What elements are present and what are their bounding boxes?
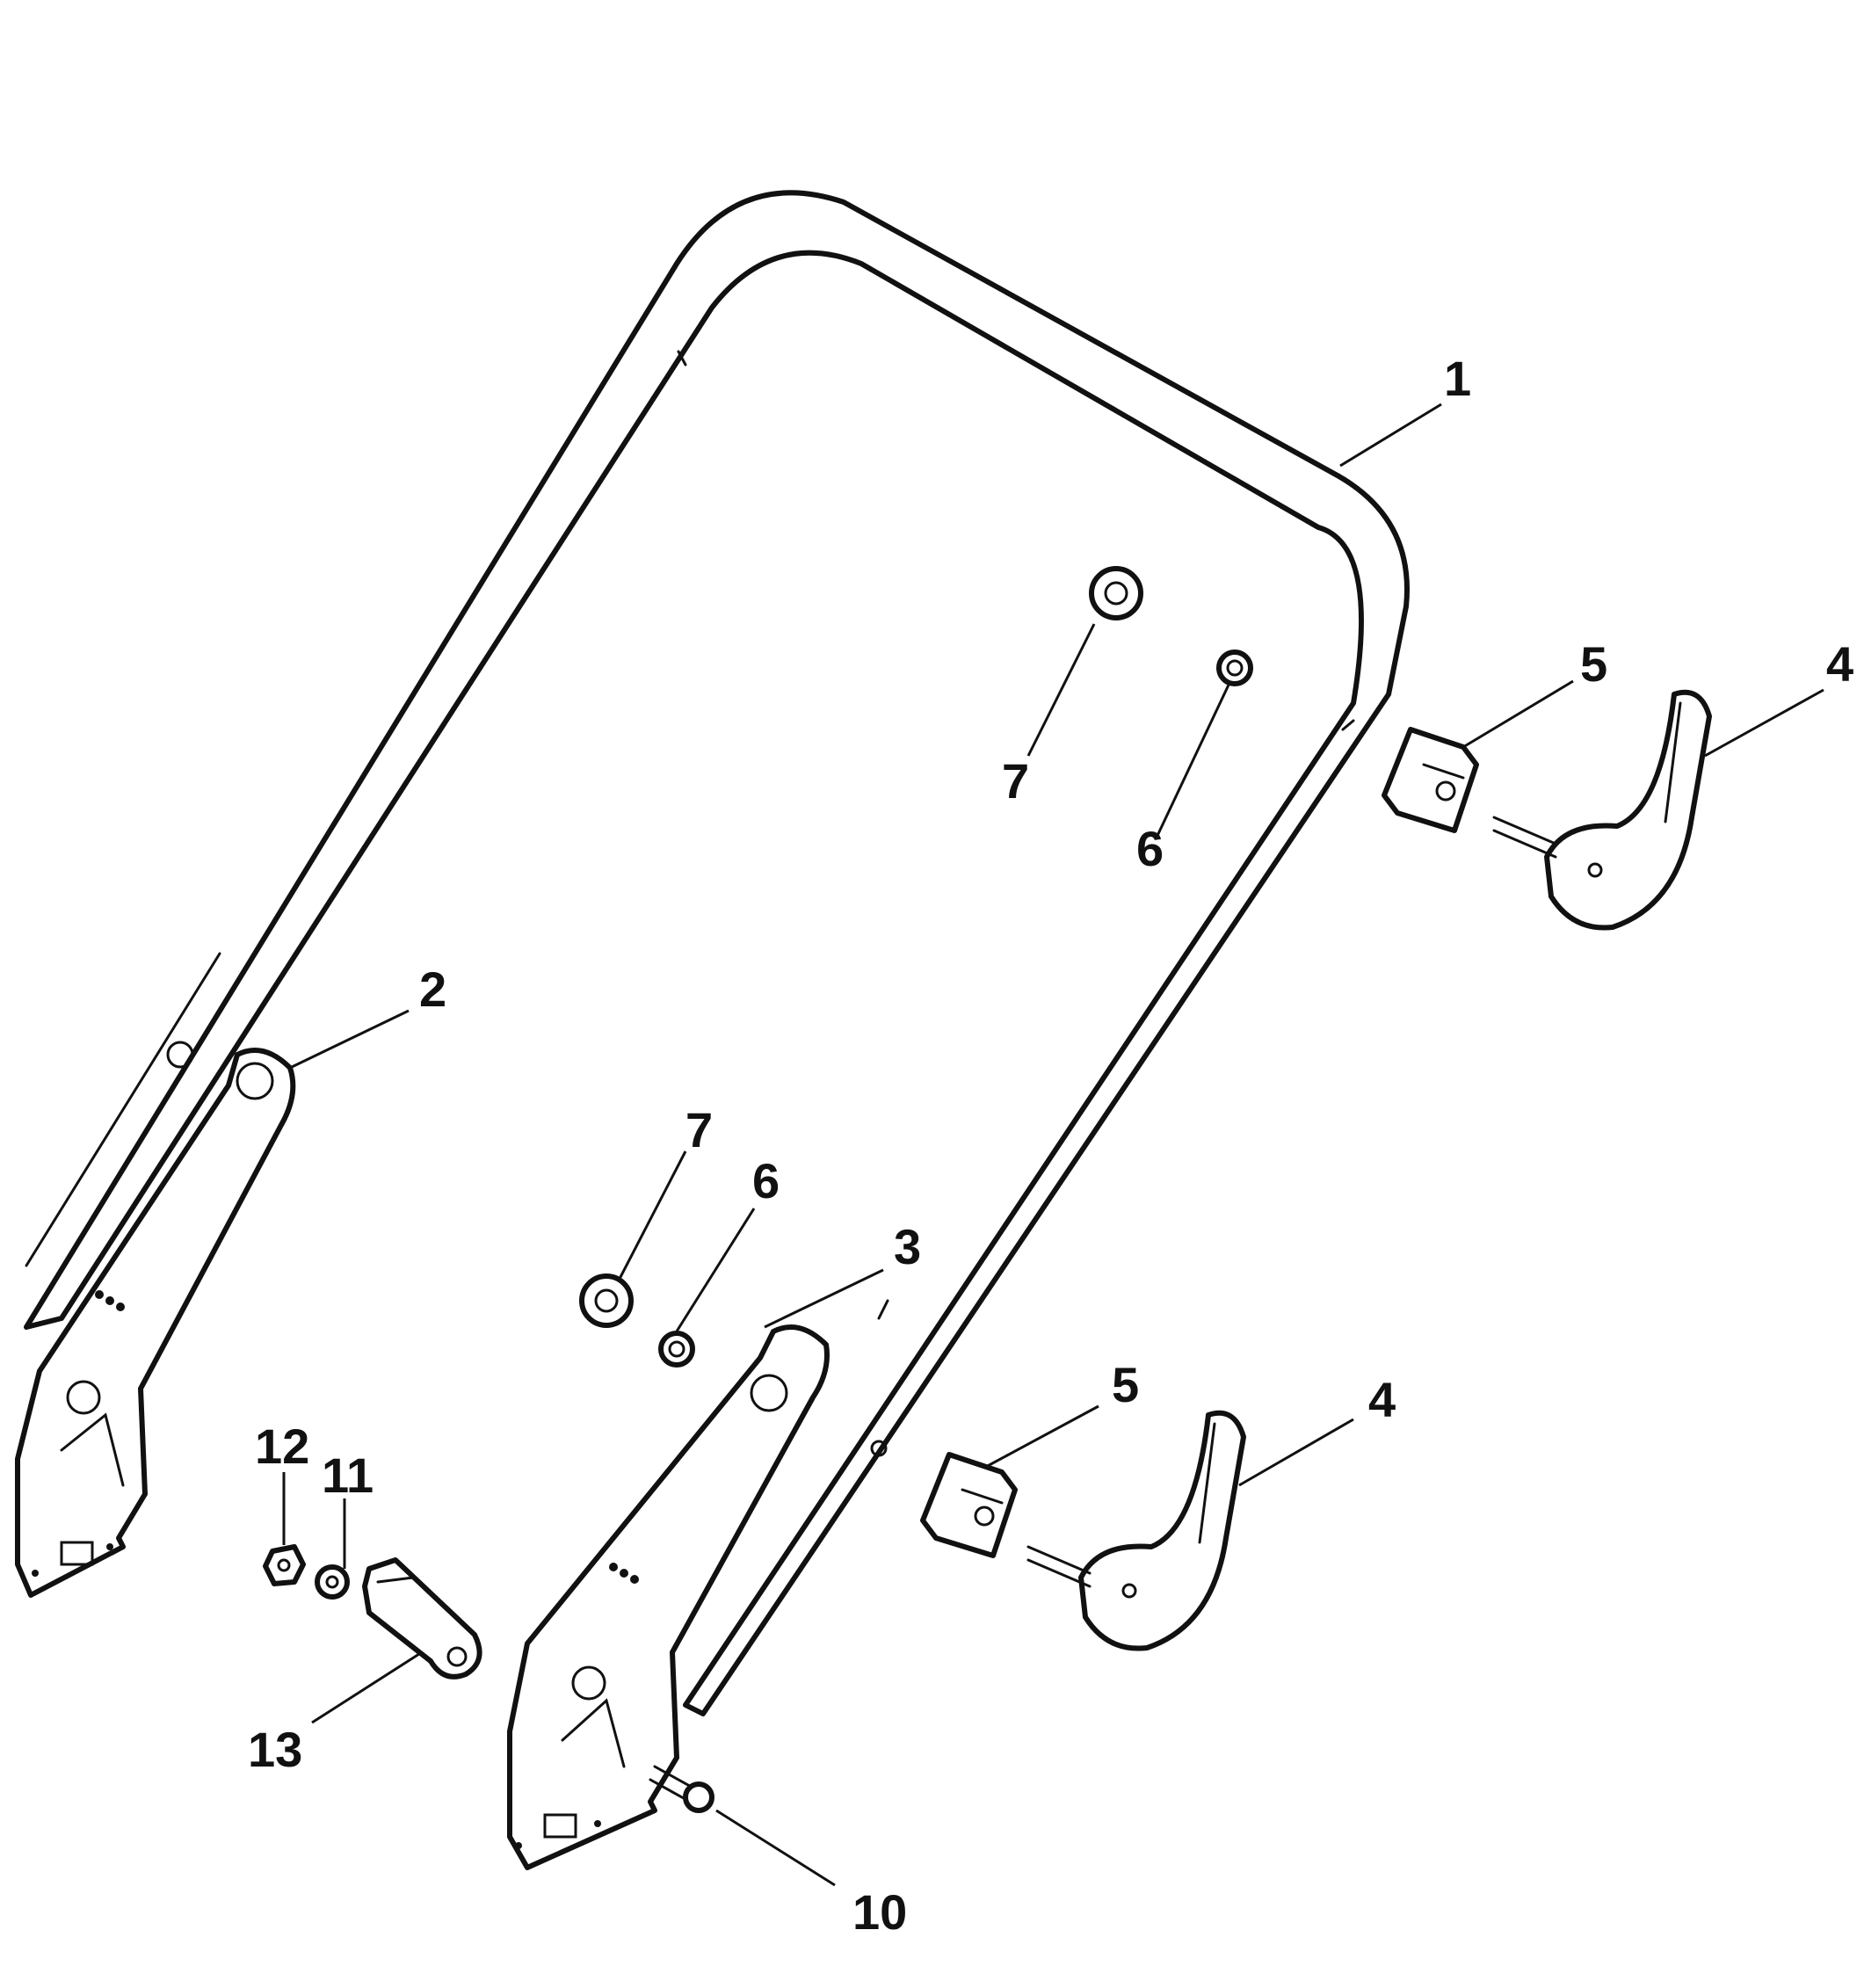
- part-1-upper-handle: [24, 190, 1410, 1716]
- leader-6b: [673, 1208, 756, 1335]
- part-4-lever-lower: [1026, 1410, 1246, 1651]
- part-10-bolt: [649, 1765, 714, 1813]
- part-6-nut-lower: [658, 1331, 695, 1368]
- callout-4b: 4: [1368, 1372, 1396, 1427]
- leader-4b: [1238, 1418, 1354, 1487]
- callout-7b: 7: [685, 1102, 713, 1157]
- leader-6a: [1154, 680, 1232, 840]
- callout-labels: 1 2 3 4 4 5 5 6 6 7 7 10 11 12 13: [248, 351, 1853, 1940]
- part-13-lever-arm: [362, 1557, 482, 1680]
- callout-1: 1: [1444, 351, 1471, 406]
- leader-10: [715, 1809, 836, 1887]
- callout-3: 3: [894, 1219, 921, 1274]
- leader-5a: [1462, 679, 1574, 749]
- callout-7a: 7: [1002, 753, 1029, 809]
- leader-7a: [1026, 623, 1096, 757]
- part-6-nut-upper: [1216, 649, 1253, 686]
- part-11-washer: [315, 1564, 350, 1600]
- callout-2: 2: [419, 961, 446, 1017]
- part-5-clamp-lower: [920, 1452, 1018, 1558]
- callout-4a: 4: [1826, 636, 1853, 692]
- part-2-left-bracket: [15, 1048, 296, 1598]
- callout-13: 13: [248, 1722, 302, 1777]
- part-5-clamp-upper: [1382, 727, 1479, 833]
- part-3-right-bracket: [507, 1324, 830, 1870]
- part-7-knob-upper: [1089, 566, 1143, 620]
- callout-5b: 5: [1112, 1357, 1139, 1412]
- leader-13: [311, 1651, 423, 1724]
- part-4-lever-upper: [1492, 689, 1712, 931]
- callout-6b: 6: [752, 1153, 780, 1208]
- leader-7b: [618, 1150, 687, 1280]
- callout-6a: 6: [1136, 821, 1164, 876]
- callout-5a: 5: [1580, 636, 1607, 692]
- callout-10: 10: [852, 1884, 907, 1940]
- callout-12: 12: [255, 1418, 309, 1474]
- part-12-nut: [263, 1544, 306, 1586]
- leader-1: [1339, 403, 1442, 468]
- leader-lines: [282, 403, 1824, 1887]
- leader-5b: [983, 1404, 1099, 1469]
- leader-3: [764, 1268, 884, 1329]
- callout-11: 11: [322, 1447, 374, 1503]
- part-7-knob-lower: [579, 1273, 634, 1328]
- leader-2: [289, 1009, 410, 1070]
- leader-4a: [1704, 688, 1824, 758]
